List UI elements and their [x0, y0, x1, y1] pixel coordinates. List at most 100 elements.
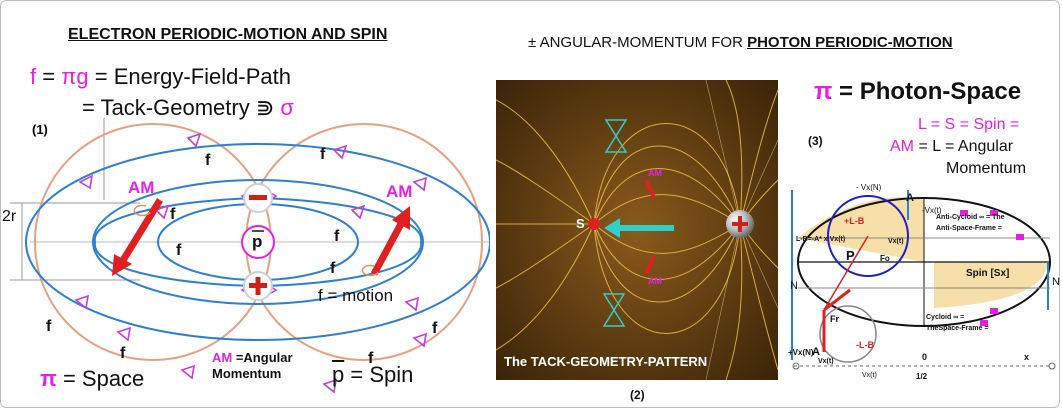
mag-dot-5 — [980, 320, 988, 326]
plus-charge-vbar — [255, 277, 261, 295]
middle-title-prefix: ± ANGULAR-MOMENTUM FOR — [528, 34, 748, 51]
spin-p-label: p — [252, 232, 263, 251]
photon-pi: π — [814, 78, 833, 105]
mag-dot-1 — [960, 210, 968, 216]
a-top-label: A — [906, 192, 914, 204]
f-label-4: f — [176, 242, 182, 259]
eq-sigma: σ — [280, 95, 294, 120]
spin-sx-label: Spin [Sx] — [966, 268, 1010, 279]
half-label: 1/2 — [916, 372, 928, 381]
hourglass-top — [604, 119, 628, 153]
mag-dot-2 — [990, 210, 998, 216]
spin-p-circle — [241, 225, 275, 259]
f-label-10: f — [330, 260, 336, 277]
pi-space-label: π = Space — [40, 366, 144, 392]
radial-rays — [705, 80, 778, 380]
left-title: ELECTRON PERIODIC-MOTION AND SPIN — [68, 26, 388, 43]
middle-title: ± ANGULAR-MOMENTUM FOR PHOTON PERIODIC-M… — [528, 34, 953, 51]
f-label-9: f — [432, 320, 438, 337]
ls-line-1: L = S = Spin = — [918, 116, 1020, 133]
tack-geometry-field-image — [496, 80, 778, 380]
mag-dot-3 — [1016, 234, 1024, 240]
electron-field-diagram — [10, 118, 490, 394]
am-legend-momentum: Momentum — [212, 366, 282, 381]
am-legend-am: AM — [212, 350, 233, 365]
n-left-label: N — [790, 280, 798, 292]
ls-line-3: Momentum — [946, 160, 1027, 177]
fo-label: Fo — [880, 254, 890, 263]
photon-space-label: π = Photon-Space — [814, 78, 1021, 106]
left-am-arrow-shaft — [119, 198, 163, 264]
fr-label: Fr — [830, 314, 839, 324]
eq-f: f — [30, 64, 37, 89]
s-arrow-head — [604, 218, 620, 238]
am-mark-top: AM — [648, 168, 662, 178]
left-am-arrowhead — [112, 254, 132, 276]
cream-region-bottom-right — [934, 262, 1048, 308]
anti-space-label: Anti-Space-Frame = — [936, 225, 1002, 232]
left-spin-swirl — [133, 204, 151, 217]
panel-number-3: (3) — [808, 134, 823, 148]
p-spin-label: p = Spin — [332, 362, 413, 388]
vxt-bottom-label: Vx(t) — [862, 372, 877, 379]
f-label-6: f — [46, 318, 52, 335]
cycloid-label-2: TheSpace-Frame = — [926, 325, 989, 332]
minus-lb-label: -L-B — [856, 340, 874, 350]
am-legend: AM =Angular Momentum — [212, 350, 293, 382]
zero-label: 0 — [922, 352, 928, 362]
mag-dot-4 — [990, 308, 998, 314]
minus-charge-sign — [249, 195, 267, 200]
middle-field-ellipse — [92, 179, 424, 305]
hourglass-bottom — [602, 293, 626, 327]
right-am-arrowhead — [392, 206, 410, 230]
middle-title-link: PHOTON PERIODIC-MOTION — [747, 34, 953, 51]
ls-angular: = L = Angular — [914, 138, 1014, 155]
am-legend-angular: =Angular — [232, 350, 293, 365]
f-label-3: f — [170, 206, 176, 223]
electron-dot — [588, 218, 600, 230]
f-label-2: f — [320, 146, 326, 163]
pi-symbol: π — [40, 366, 57, 391]
space-text: = Space — [56, 366, 145, 391]
vx-top-label: - Vx(N) — [856, 183, 882, 192]
f-label-7: f — [120, 345, 126, 362]
red-arrow-top — [644, 179, 656, 199]
right-spin-swirl — [361, 264, 379, 277]
label-2r: 2r — [2, 208, 17, 225]
cycloid-diagram — [791, 190, 1056, 370]
right-field-loop — [257, 197, 423, 287]
x-label: x — [1024, 352, 1030, 362]
a-bottom-label: A — [812, 346, 820, 358]
am-mark-bottom: AM — [648, 276, 662, 286]
plus-lb-label: +L-B — [844, 216, 865, 226]
equation-line-1: f = πg = Energy-Field-Path — [30, 64, 291, 90]
vxt-small-label: Vx(t) — [818, 358, 834, 365]
p-spin-p: p — [332, 362, 345, 387]
red-vector-2 — [823, 288, 851, 312]
f-label-8: f — [368, 350, 374, 367]
n-right-label: N — [1052, 276, 1060, 288]
ls-line-2: AM = L = Angular — [890, 138, 1013, 156]
equation-line-2: = Tack-Geometry ⋑ σ — [82, 95, 294, 121]
vx-left-label: L-B=-A* x Vx(t) — [796, 236, 846, 243]
vxt-top-right: -Vx(t) — [922, 206, 942, 215]
vx-bottom-left: +Vx(N) — [788, 348, 814, 357]
anti-cycloid-label: Anti-Cycloid ∞ = The — [936, 214, 1005, 221]
cream-region-top-left — [798, 197, 924, 262]
cycloid-label-1: Cycloid ∞ = — [926, 314, 965, 321]
eq-equals: = — [36, 64, 62, 89]
am-right-label: AM — [386, 182, 413, 201]
bottom-axis-end — [1048, 362, 1056, 370]
panel-number-2: (2) — [630, 388, 645, 402]
p-point-label: P — [846, 248, 855, 263]
eq-pig: πg — [61, 64, 89, 89]
va-label: Vx(t) — [888, 238, 904, 245]
s-label: S — [576, 216, 585, 231]
grey-rolling-circle — [819, 305, 877, 363]
eq-tack: = Tack-Geometry ⋑ — [82, 95, 275, 120]
left-field-loop — [93, 197, 259, 287]
red-arrow-bottom — [644, 255, 656, 275]
f-label-1: f — [205, 152, 211, 169]
red-vector-3 — [823, 235, 869, 311]
